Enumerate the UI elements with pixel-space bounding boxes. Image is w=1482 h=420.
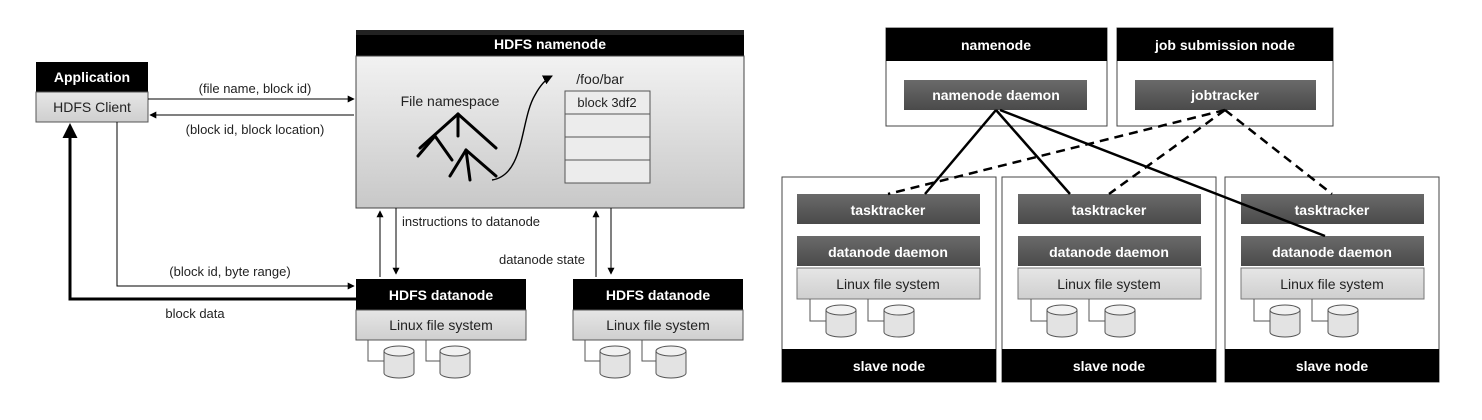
- jobtracker-connections: [887, 108, 1333, 196]
- namenode-daemon-label: namenode daemon: [932, 87, 1060, 103]
- linux-fs-label: Linux file system: [389, 317, 492, 333]
- datanode-daemon-label: datanode daemon: [1049, 244, 1169, 260]
- instructions-label: instructions to datanode: [402, 214, 540, 229]
- datanode-header: HDFS datanode: [606, 287, 710, 303]
- hdfs-client-label: HDFS Client: [53, 99, 131, 115]
- application-box: Application HDFS Client: [35, 62, 149, 123]
- disk-icon: [655, 345, 687, 379]
- disk-icon: [1046, 304, 1078, 338]
- file-tree-icon: [416, 112, 498, 182]
- byte-range-arrow: [116, 122, 355, 290]
- hdfs-namenode-box: HDFS namenode File namespace /foo/bar bl…: [355, 30, 745, 209]
- disk-icon: [383, 345, 415, 379]
- jobtracker-label: jobtracker: [1190, 87, 1259, 103]
- disk-icon: [1327, 304, 1359, 338]
- byte-range-label: (block id, byte range): [169, 264, 290, 279]
- slave-node-3: tasktracker datanode daemon Linux file s…: [1224, 176, 1440, 383]
- path-label: /foo/bar: [576, 71, 624, 87]
- disk-icon: [1269, 304, 1301, 338]
- datanode-header: HDFS datanode: [389, 287, 493, 303]
- disk-icon: [883, 304, 915, 338]
- application-header: Application: [54, 69, 130, 85]
- block-data-label: block data: [165, 306, 225, 321]
- hdfs-datanode-1: HDFS datanode Linux file system: [355, 279, 527, 379]
- job-submission-title: job submission node: [1154, 37, 1295, 53]
- linux-fs-label: Linux file system: [606, 317, 709, 333]
- tasktracker-label: tasktracker: [851, 202, 926, 218]
- hdfs-diagram: Application HDFS Client HDFS namenode Fi…: [35, 30, 745, 379]
- datanode-daemon-label: datanode daemon: [1272, 244, 1392, 260]
- disk-icon: [1104, 304, 1136, 338]
- disk-icon: [825, 304, 857, 338]
- request-label: (file name, block id): [199, 81, 312, 96]
- namenode-connections: [924, 108, 1326, 238]
- block-list: block 3df2: [564, 90, 651, 184]
- namenode-title: namenode: [961, 37, 1031, 53]
- linux-fs-label: Linux file system: [836, 276, 939, 292]
- tasktracker-label: tasktracker: [1295, 202, 1370, 218]
- hadoop-cluster-diagram: namenode namenode daemon job submission …: [781, 27, 1440, 383]
- linux-fs-label: Linux file system: [1057, 276, 1160, 292]
- namespace-curve: [491, 75, 553, 181]
- state-label: datanode state: [499, 252, 585, 267]
- namenode-header: HDFS namenode: [494, 36, 606, 52]
- disk-icon: [599, 345, 631, 379]
- tasktracker-label: tasktracker: [1072, 202, 1147, 218]
- hdfs-datanode-2: HDFS datanode Linux file system: [572, 279, 744, 379]
- slave-node-2: tasktracker datanode daemon Linux file s…: [1001, 176, 1217, 383]
- linux-fs-label: Linux file system: [1280, 276, 1383, 292]
- slave-node-label: slave node: [853, 358, 926, 374]
- file-namespace-label: File namespace: [401, 93, 500, 109]
- datanode-daemon-label: datanode daemon: [828, 244, 948, 260]
- block-label: block 3df2: [577, 95, 636, 110]
- block-data-arrow: [62, 123, 356, 301]
- slave-node-label: slave node: [1073, 358, 1146, 374]
- disk-icon: [439, 345, 471, 379]
- job-submission-node-box: job submission node jobtracker: [1116, 27, 1334, 127]
- slave-node-1: tasktracker datanode daemon Linux file s…: [781, 176, 997, 383]
- slave-node-label: slave node: [1296, 358, 1369, 374]
- response-label: (block id, block location): [186, 122, 325, 137]
